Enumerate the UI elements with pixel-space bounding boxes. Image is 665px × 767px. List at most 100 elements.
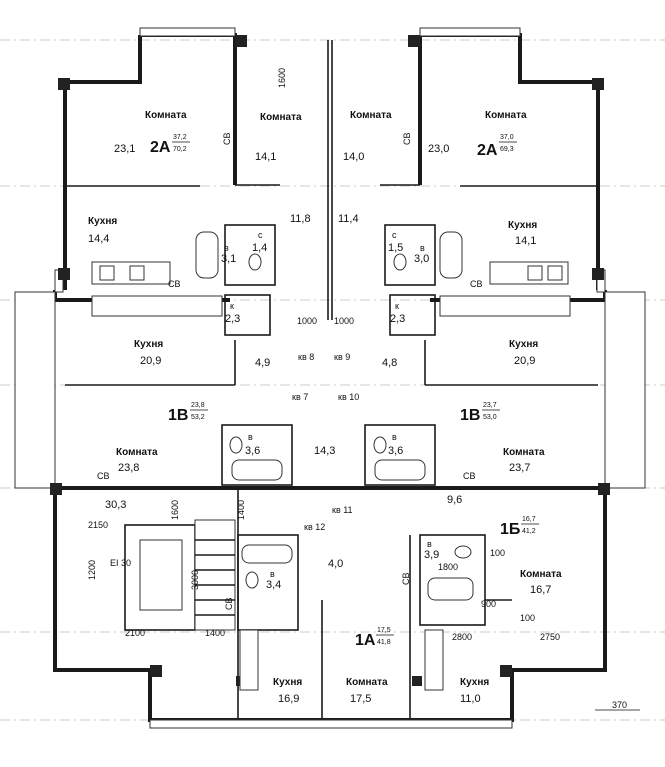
dimension: 2150	[88, 520, 108, 530]
room-area: 1,5	[388, 242, 403, 254]
room-area: 11,0	[460, 693, 481, 705]
room-name: к	[230, 301, 234, 311]
room-name: в	[270, 569, 275, 579]
dimension: 3000	[190, 570, 200, 590]
room-name: Кухня	[273, 677, 302, 688]
sv-label: СВ	[222, 132, 232, 145]
dimension: 370	[612, 700, 627, 710]
room-area: 17,5	[350, 693, 371, 705]
room-area: 23,7	[509, 462, 530, 474]
apartment-number: кв 11	[332, 505, 353, 515]
room-name: с	[258, 230, 263, 240]
room-area: 4,9	[255, 357, 270, 369]
room-area: 16,9	[278, 693, 299, 705]
room-name: Кухня	[134, 339, 163, 350]
sv-label: СВ	[97, 471, 110, 481]
inner-walls	[65, 40, 598, 720]
dimension: 900	[481, 599, 496, 609]
sv-label: СВ	[402, 132, 412, 145]
room-name: Комната	[485, 110, 527, 121]
room-area: 3,6	[245, 445, 260, 457]
apartment-number: кв 12	[304, 522, 325, 532]
apartment-code: 2A	[150, 139, 171, 156]
apartment-code: 1B	[460, 407, 480, 424]
dimension: 100	[490, 548, 505, 558]
room-area: 14,1	[515, 235, 536, 247]
apartment-total-area: 70,2	[173, 146, 187, 153]
room-area: 2,3	[225, 313, 240, 325]
apartment-total-area: 41,8	[377, 639, 391, 646]
room-name: Комната	[350, 110, 392, 121]
sv-label: СВ	[401, 572, 411, 585]
room-name: в	[248, 432, 253, 442]
room-name: Кухня	[509, 339, 538, 350]
room-area: 16,7	[530, 584, 551, 596]
room-area: 20,9	[514, 355, 535, 367]
room-area: 11,4	[338, 213, 359, 225]
room-area: 14,1	[255, 151, 276, 163]
room-area: 4,0	[328, 558, 343, 570]
dimension: 1800	[438, 562, 458, 572]
room-area: 14,4	[88, 233, 109, 245]
room-name: в	[420, 243, 425, 253]
room-area: 1,4	[252, 242, 267, 254]
apartment-number: кв 9	[334, 352, 350, 362]
room-name: Комната	[116, 447, 158, 458]
room-area: 30,3	[105, 499, 126, 511]
columns	[50, 35, 610, 686]
apartment-total-area: 41,2	[522, 528, 536, 535]
room-name: в	[427, 539, 432, 549]
dimension: 1400	[236, 500, 246, 520]
apartment-number: кв 10	[338, 392, 359, 402]
dimension: 2100	[125, 628, 145, 638]
room-name: Комната	[260, 112, 302, 123]
room-area: 3,4	[266, 579, 281, 591]
room-area: 2,3	[390, 313, 405, 325]
apartment-code: 2A	[477, 142, 498, 159]
apartment-total-area: 69,3	[500, 146, 514, 153]
room-area: 3,9	[424, 549, 439, 561]
room-area: 14,3	[314, 445, 335, 457]
room-area: 23,0	[428, 143, 449, 155]
elevator-stair	[124, 519, 236, 631]
dimension: 1400	[205, 628, 225, 638]
room-name: Комната	[520, 569, 562, 580]
room-name: Комната	[346, 677, 388, 688]
room-area: 4,8	[382, 357, 397, 369]
room-area: 14,0	[343, 151, 364, 163]
dimension: 1000	[297, 316, 317, 326]
dimension: 1600	[277, 68, 287, 88]
apartment-living-area: 37,0	[500, 134, 514, 141]
apartment-living-area: 23,8	[191, 402, 205, 409]
room-area: 11,8	[290, 213, 311, 225]
dimension: 100	[520, 613, 535, 623]
apartment-total-area: 53,2	[191, 414, 205, 421]
room-name: в	[224, 243, 229, 253]
room-name: Кухня	[508, 220, 537, 231]
apartment-code: 1Б	[500, 521, 520, 538]
apartment-number: кв 7	[292, 392, 308, 402]
room-area: 20,9	[140, 355, 161, 367]
dimension: 2800	[452, 632, 472, 642]
room-area: 23,1	[114, 143, 135, 155]
windows	[14, 27, 646, 729]
kitchen-counters	[91, 261, 571, 691]
room-name: Комната	[503, 447, 545, 458]
room-area: 3,1	[221, 253, 236, 265]
dimension: 2750	[540, 632, 560, 642]
apartment-number: кв 8	[298, 352, 314, 362]
fire-rating-label: EI 30	[110, 558, 131, 568]
apartment-code: 1B	[168, 407, 188, 424]
dimension: 1000	[334, 316, 354, 326]
dimension: 1600	[170, 500, 180, 520]
bath-fixtures	[195, 231, 474, 601]
room-area: 23,8	[118, 462, 139, 474]
apartment-living-area: 16,7	[522, 516, 536, 523]
dimension: 1200	[87, 560, 97, 580]
room-name: к	[395, 301, 399, 311]
room-name: в	[392, 432, 397, 442]
plan-text: Комната 23,1 2A 37,2 70,2 Комната 14,1 К…	[87, 68, 640, 711]
room-name: Кухня	[460, 677, 489, 688]
apartment-living-area: 23,7	[483, 402, 497, 409]
